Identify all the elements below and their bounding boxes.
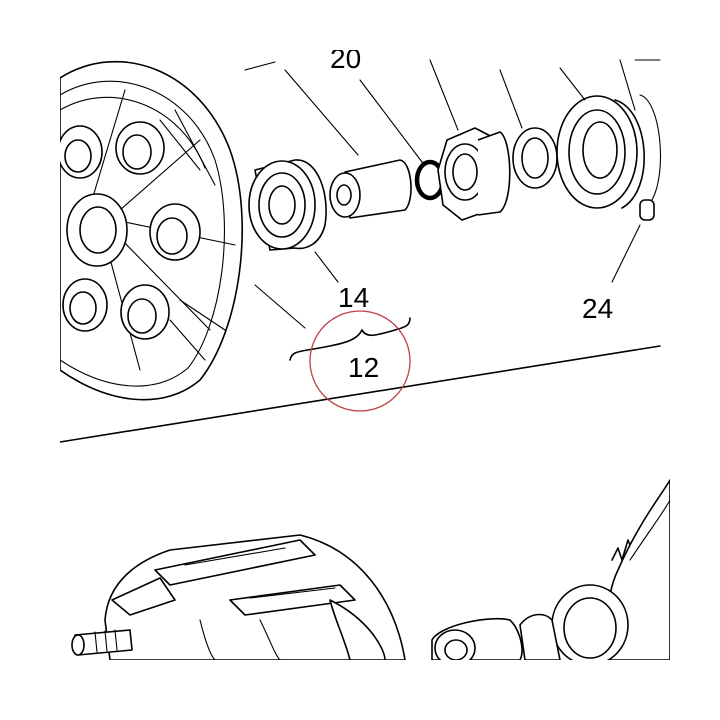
callout-12: 12 bbox=[348, 352, 379, 383]
callout-14: 14 bbox=[338, 282, 369, 313]
hex-nut-drawing bbox=[437, 127, 511, 221]
shaft-and-pin-drawing bbox=[634, 59, 661, 221]
cup-washer-drawing bbox=[556, 95, 645, 209]
lower-gear-drawing bbox=[431, 479, 670, 660]
callout-24: 24 bbox=[582, 293, 613, 324]
washer-drawing bbox=[512, 127, 558, 189]
section-divider-line bbox=[60, 345, 661, 443]
highlight-circle bbox=[309, 310, 411, 412]
leader-lines bbox=[244, 59, 641, 329]
group-brace bbox=[289, 317, 411, 361]
lower-clutch-hub-drawing bbox=[71, 534, 406, 660]
bearing-drawing bbox=[248, 159, 327, 251]
clutch-basket-drawing bbox=[60, 60, 243, 401]
tapered-bushing-drawing bbox=[329, 159, 412, 219]
